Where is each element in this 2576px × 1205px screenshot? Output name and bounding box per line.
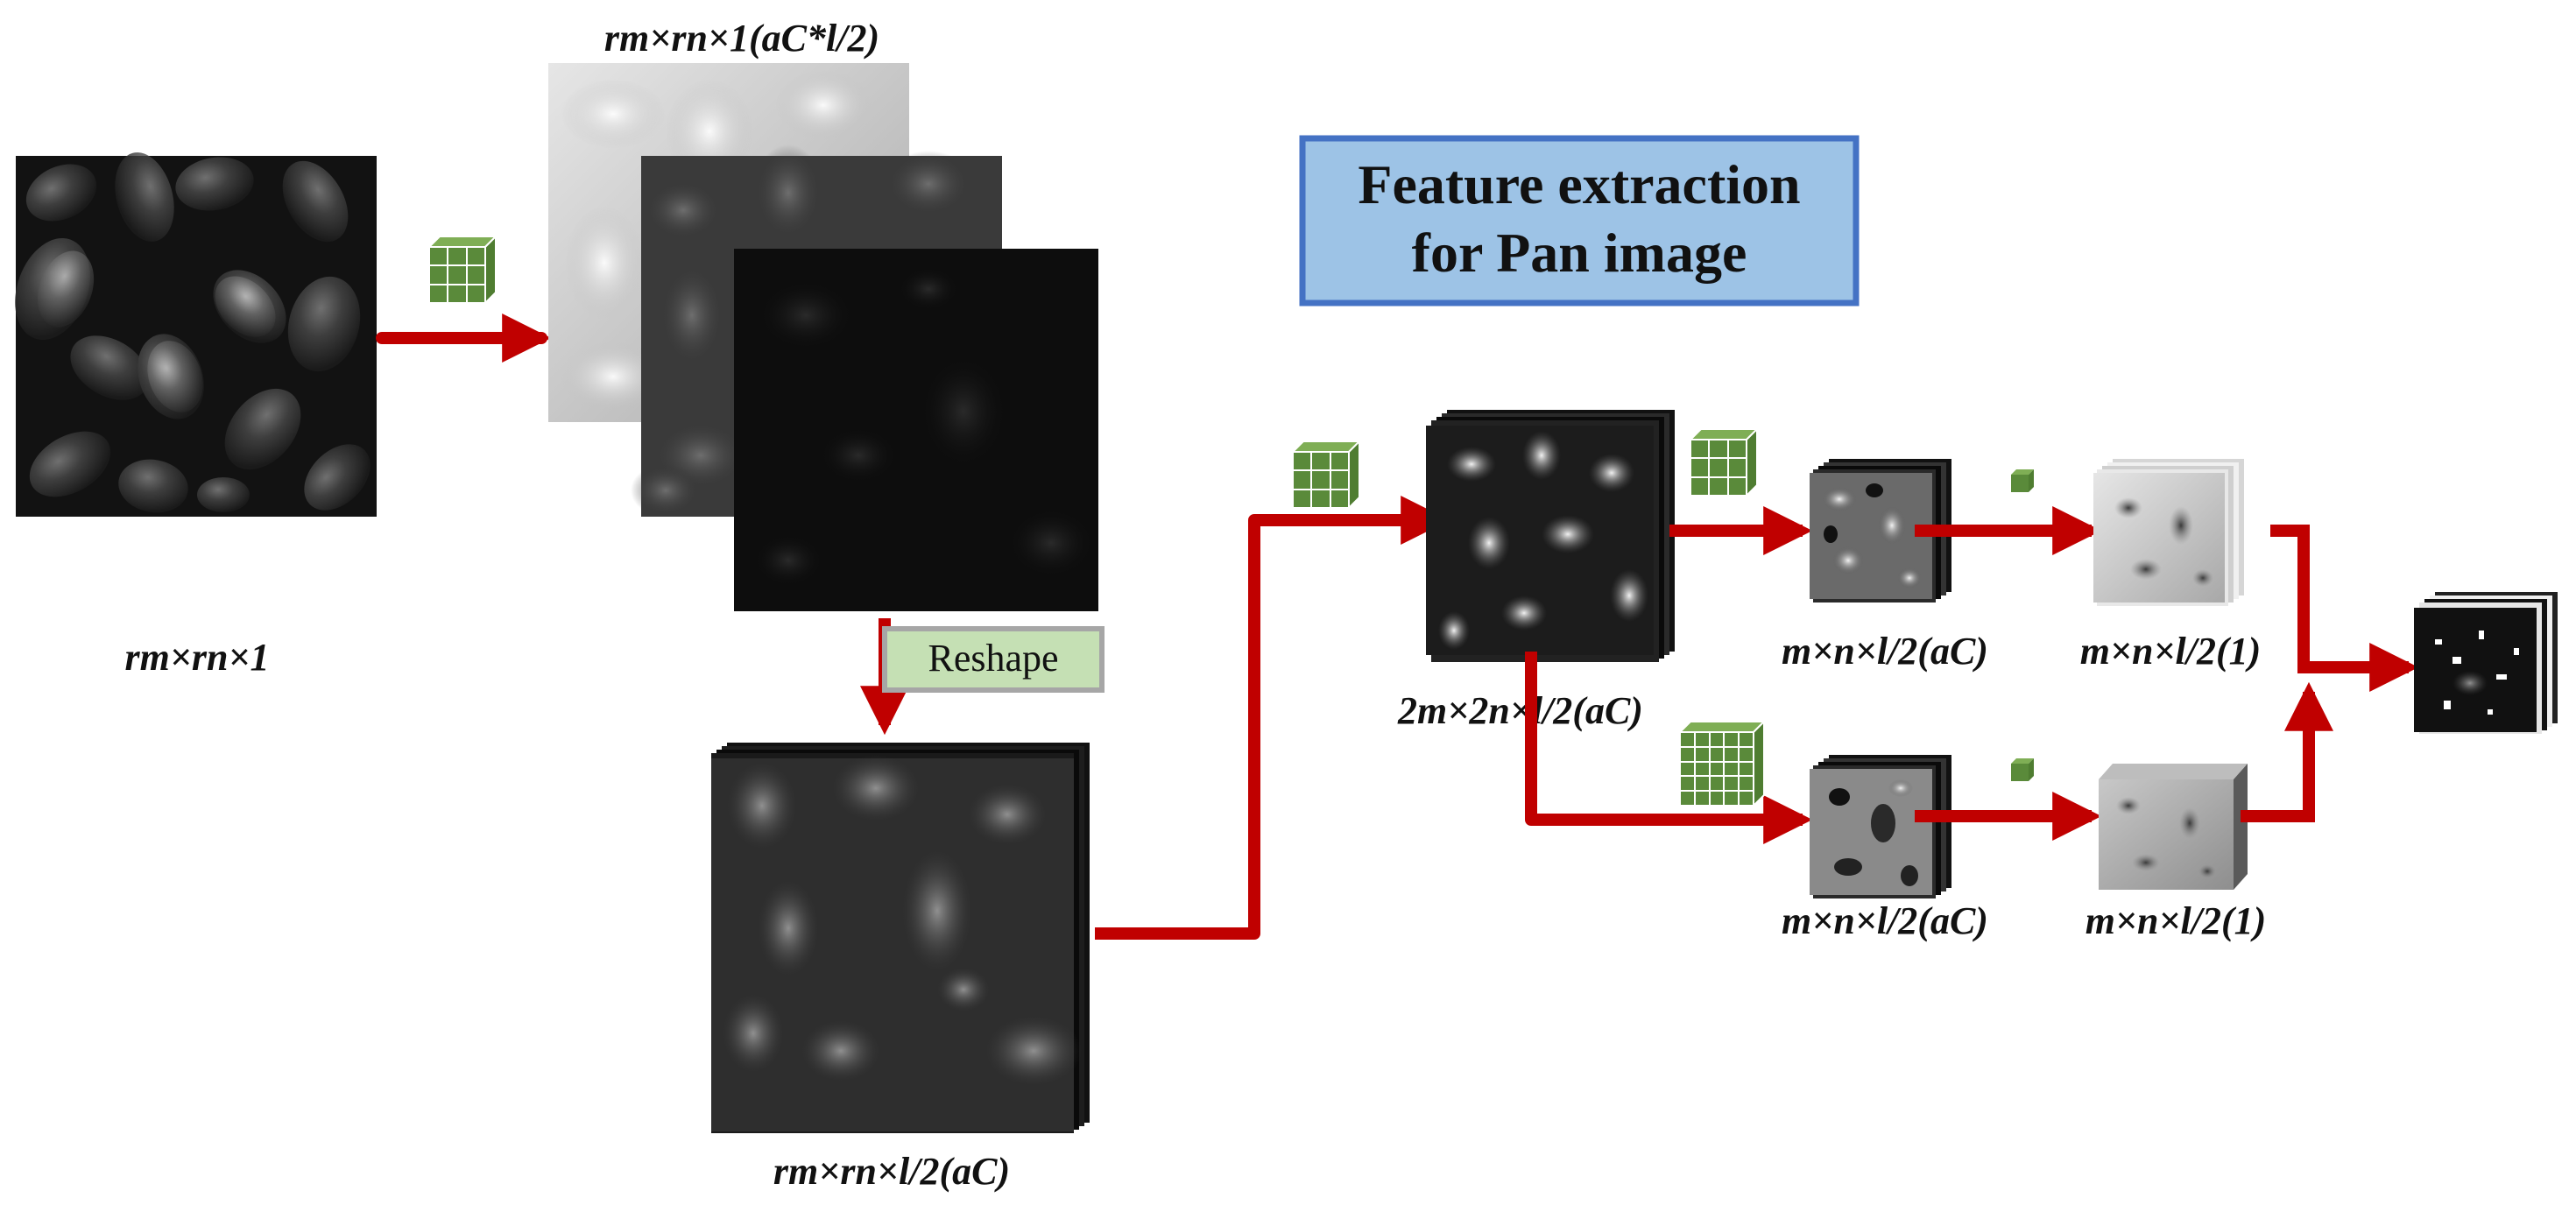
arrow-merge-bottom [2241,681,2333,822]
downsampled-stack [1426,410,1675,662]
reshaped-stack [711,743,1090,1133]
label-branch-bot-feat: m×n×l/2(aC) [1782,899,1988,942]
reshape-label: Reshape [928,637,1058,680]
label-upsampled: rm×rn×1(aC*l/2) [604,17,879,60]
label-branch-top-out: m×n×l/2(1) [2080,630,2262,673]
title-line-2: for Pan image [1412,222,1747,284]
conv-kernel-1x1-icon [2011,469,2034,492]
title-line-1: Feature extraction [1358,153,1800,215]
branch-bottom-feature-stack [1810,755,1951,898]
conv-kernel-1x1-icon [2011,758,2034,781]
label-reshaped: rm×rn×l/2(aC) [773,1150,1010,1193]
conv-kernel-3x3-icon [1290,439,1362,511]
label-downsampled: 2m×2n×l/2(aC) [1397,689,1643,732]
branch-bottom-output-block [2099,764,2248,890]
conv-kernel-3x3-icon [1688,426,1760,498]
conv-kernel-3x3-icon [427,234,498,306]
label-input: rm×rn×1 [124,636,269,679]
title-box: Feature extraction for Pan image [1299,135,1860,307]
conv-kernel-5x5-icon [1677,719,1767,808]
reshape-box: Reshape [882,626,1105,693]
label-branch-bot-out: m×n×l/2(1) [2086,899,2267,942]
final-output-stack [2414,592,2558,734]
upsampled-stack [548,63,1098,611]
arrow-branch-bottom [1525,652,1813,844]
arrow-conv-2 [1095,496,1450,940]
branch-top-output-stack [2093,459,2244,606]
input-image [15,152,377,517]
label-branch-top-feat: m×n×l/2(aC) [1782,630,1988,673]
arrow-merge-top [2270,525,2419,692]
